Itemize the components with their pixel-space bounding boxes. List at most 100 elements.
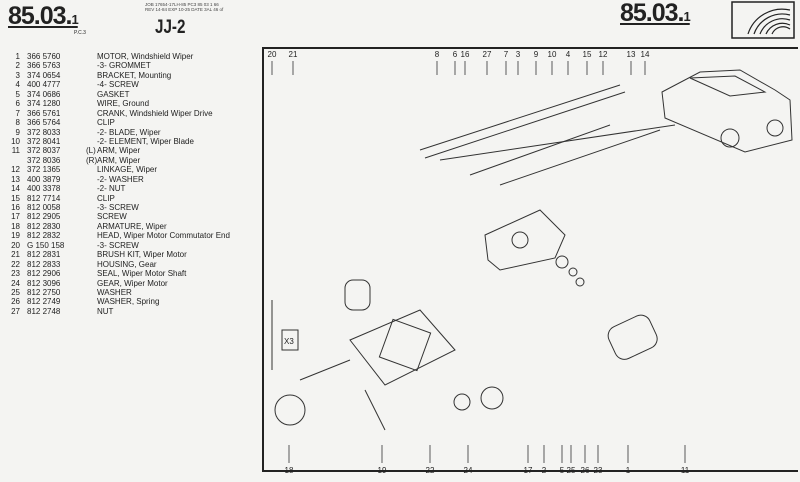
pc-label: P.C.3 <box>74 30 86 36</box>
page-code-main: 85.03. <box>8 2 73 30</box>
part-number: 812 2905 <box>27 212 61 222</box>
multiplier-label: X3 <box>284 337 294 346</box>
callout-15: 15 <box>582 50 592 59</box>
page-code: 85.03.1 <box>8 2 79 31</box>
part-number: 812 2906 <box>27 269 61 279</box>
item-number: 27 <box>11 306 20 316</box>
part-number: 400 4777 <box>27 80 61 90</box>
part-description: MOTOR, Windshield Wiper <box>97 52 194 61</box>
part-description: ARM, Wiper <box>97 146 141 156</box>
part-description: -2- BLADE, Wiper <box>97 127 161 137</box>
item-number: 19 <box>11 231 20 241</box>
item-number: 24 <box>11 278 20 288</box>
part-description: LINKAGE, Wiper <box>97 165 158 175</box>
part-number: 812 0058 <box>27 203 61 212</box>
part-number: 812 2831 <box>27 250 61 260</box>
part-number: 372 8033 <box>27 127 61 137</box>
callout-1: 1 <box>625 466 631 475</box>
item-number: 13 <box>11 174 20 184</box>
callout-9: 9 <box>533 50 539 59</box>
part-description: -3- SCREW <box>97 203 139 212</box>
item-number: 25 <box>11 287 20 297</box>
item-number: 21 <box>11 250 20 260</box>
part-number: 372 8041 <box>27 136 61 146</box>
callout-26: 26 <box>580 466 590 475</box>
mounting-bracket <box>484 209 566 271</box>
callout-8: 8 <box>434 50 440 59</box>
part-number: 400 3879 <box>27 174 61 184</box>
callout-24: 24 <box>463 466 473 475</box>
part-number: 812 2832 <box>27 231 61 241</box>
part-number: 812 2748 <box>27 306 61 316</box>
page-code-right-main: 85.03. <box>620 0 685 27</box>
callout-2: 2 <box>541 466 547 475</box>
item-number: 14 <box>11 184 20 194</box>
part-description: CRANK, Windshield Wiper Drive <box>97 108 213 118</box>
part-number: 812 2749 <box>27 297 61 307</box>
part-description: SEAL, Wiper Motor Shaft <box>97 269 187 279</box>
part-description: -2- NUT <box>97 184 126 194</box>
callout-19: 19 <box>377 466 387 475</box>
page-code-right-sub: 1 <box>683 9 691 24</box>
part-number: 366 5763 <box>27 61 61 71</box>
callout-6: 6 <box>452 50 458 59</box>
callout-20: 20 <box>267 50 277 59</box>
callout-21: 21 <box>288 50 298 59</box>
part-number: 374 0654 <box>27 70 61 80</box>
part-description: SCREW <box>97 212 127 222</box>
part-description: GASKET <box>97 89 130 99</box>
item-number: 16 <box>11 203 20 212</box>
wiper-motor <box>607 314 658 360</box>
callout-3: 3 <box>515 50 521 59</box>
part-description: ARM, Wiper <box>97 155 141 165</box>
item-number: 15 <box>11 193 20 203</box>
item-number: 5 <box>15 89 20 99</box>
item-number: 11 <box>11 146 20 156</box>
part-description: -4- SCREW <box>97 80 139 90</box>
car-illustration <box>661 69 793 153</box>
part-description: WASHER, Spring <box>97 297 160 307</box>
part-number: 372 1365 <box>27 165 61 175</box>
item-number: 12 <box>11 165 20 175</box>
part-number: 400 3378 <box>27 184 61 194</box>
callout-4: 4 <box>565 50 571 59</box>
part-number: 812 3096 <box>27 278 61 288</box>
item-number: 20 <box>11 240 20 250</box>
item-number: 3 <box>15 70 20 80</box>
part-number: 366 5761 <box>27 108 61 118</box>
item-number: 8 <box>15 118 20 128</box>
item-number: 9 <box>15 127 20 137</box>
part-description: NUT <box>97 306 114 316</box>
callout-5: 5 <box>559 466 565 475</box>
part-description: -3- GROMMET <box>97 61 151 71</box>
item-number: 18 <box>11 221 20 231</box>
callout-12: 12 <box>598 50 608 59</box>
item-number: 23 <box>11 269 20 279</box>
diagram-frame <box>262 47 798 472</box>
wiper-linkage <box>419 84 676 161</box>
callout-18: 18 <box>284 466 294 475</box>
side-label: (L) <box>86 146 96 156</box>
part-number: 374 1280 <box>27 99 61 109</box>
item-number: 17 <box>11 212 20 222</box>
item-number: 6 <box>15 99 20 109</box>
callout-14: 14 <box>640 50 650 59</box>
callout-7: 7 <box>503 50 509 59</box>
part-description: WIRE, Ground <box>97 99 150 109</box>
item-number: 22 <box>11 259 20 269</box>
callout-27: 27 <box>482 50 492 59</box>
part-description: -3- SCREW <box>97 240 139 250</box>
part-number: 812 2750 <box>27 287 61 297</box>
part-number: 372 8036 <box>27 155 61 165</box>
section-code: JJ-2 <box>155 17 186 38</box>
part-description: WASHER <box>97 287 132 297</box>
callout-11: 11 <box>680 466 690 475</box>
item-number: 2 <box>15 61 20 71</box>
part-description: CLIP <box>97 193 115 203</box>
page-code-right: 85.03.1 <box>620 0 691 28</box>
part-number: 366 5760 <box>27 52 61 61</box>
item-number: 10 <box>11 136 20 146</box>
job-line-2: REV 14-84 EXP 10-25 DATE 3AL 46 of <box>145 7 224 12</box>
